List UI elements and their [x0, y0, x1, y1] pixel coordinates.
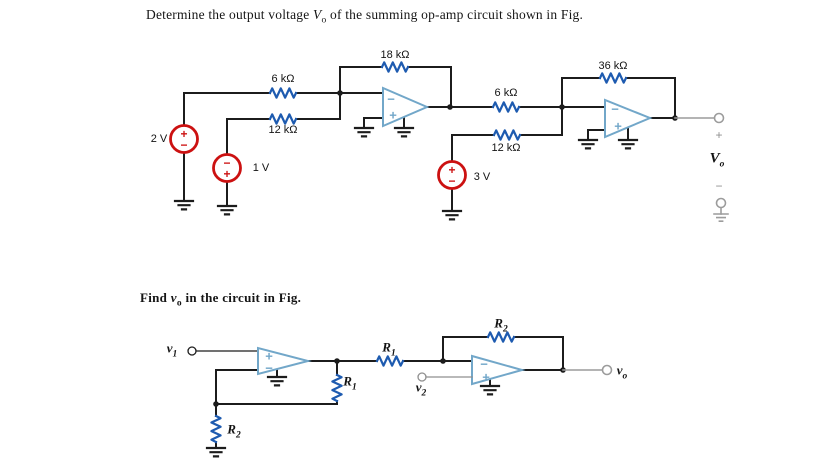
label-resistor-36k: 36 kΩ [598, 60, 628, 72]
label-r2-ground: R2 [227, 421, 241, 441]
wire-network-top [183, 66, 676, 212]
label-vo-bottom: vo [616, 362, 628, 382]
problem-2-title: Find vo in the circuit in Fig. [140, 290, 302, 309]
opampA-minus-icon: − [265, 360, 273, 376]
label-resistor-12k-input: 12 kΩ [268, 124, 298, 136]
v1-terminal-icon [187, 346, 197, 356]
label-resistor-12k-mid: 12 kΩ [491, 142, 521, 154]
resistor-36k-feedback-icon [598, 72, 628, 84]
source3v-minus-icon: − [448, 174, 456, 188]
resistor-18k-feedback-icon [380, 61, 410, 73]
label-source-1v: 1 V [252, 162, 270, 174]
voltage-source-2v-icon [169, 124, 199, 154]
source1v-minus-icon: − [223, 156, 231, 170]
opampB-minus-icon: − [480, 356, 488, 372]
opamp-1-icon [382, 86, 430, 128]
source1v-plus-icon: + [223, 167, 231, 181]
ground-icon [173, 199, 195, 211]
resistor-6k-input-icon [268, 87, 298, 99]
source3v-plus-icon: + [448, 163, 456, 177]
summing-opamp-circuit [169, 61, 729, 223]
label-source-2v: 2 V [150, 133, 168, 145]
wire-network-bottom [195, 336, 564, 449]
opamp1-minus-icon: − [387, 91, 395, 107]
v2-terminal-icon [417, 372, 473, 382]
resistor-12k-mid-icon [492, 129, 522, 141]
output-lead-wire [674, 117, 722, 215]
label-resistor-6k-mid: 6 kΩ [494, 87, 518, 99]
label-r1-shunt: R1 [343, 373, 357, 393]
label-v2: v2 [415, 379, 427, 399]
resistor-r2-ground-icon [210, 414, 222, 444]
ground-icon [205, 446, 227, 458]
opamp-2-icon [604, 98, 653, 139]
ground-icon [266, 375, 288, 387]
resistor-r1-shunt-icon [331, 373, 343, 403]
source2v-minus-icon: − [180, 138, 188, 152]
vo-plus-icon: + [715, 128, 723, 142]
opamp-b-icon [471, 354, 526, 386]
label-vo-top: Vo [709, 150, 725, 170]
ground-icon [577, 138, 599, 150]
ground-icon [479, 384, 501, 396]
two-stage-opamp-circuit [187, 331, 613, 458]
resistor-12k-input-icon [268, 113, 298, 125]
opampA-plus-icon: + [265, 348, 273, 364]
opampB-plus-icon: + [482, 369, 490, 385]
resistor-6k-mid-icon [491, 101, 521, 113]
output-terminal-icon [713, 112, 727, 209]
opamp-a-icon [257, 346, 312, 376]
voltage-source-1v-icon [212, 153, 242, 183]
vo-minus-icon: − [715, 179, 723, 193]
label-r1-series: R1 [382, 339, 396, 359]
ground-gray-icon [713, 213, 729, 223]
source2v-plus-icon: + [180, 127, 188, 141]
ground-icon [353, 126, 375, 138]
opamp2-minus-icon: − [611, 101, 619, 117]
opamp1-plus-icon: + [389, 107, 397, 123]
ground-icon [393, 126, 415, 138]
label-v1: v1 [166, 340, 178, 360]
label-source-3v: 3 V [473, 171, 491, 183]
problem-1-title: Determine the output voltage Vo of the s… [146, 7, 584, 26]
opamp2-plus-icon: + [614, 118, 622, 134]
vo-terminal-icon [601, 364, 613, 376]
ground-icon [441, 209, 463, 221]
voltage-source-3v-icon [437, 160, 467, 190]
label-resistor-18k: 18 kΩ [380, 49, 410, 61]
ground-icon [216, 204, 238, 216]
label-resistor-6k-input: 6 kΩ [271, 73, 295, 85]
ground-icon [617, 138, 639, 150]
label-r2-feedback: R2 [494, 315, 508, 335]
